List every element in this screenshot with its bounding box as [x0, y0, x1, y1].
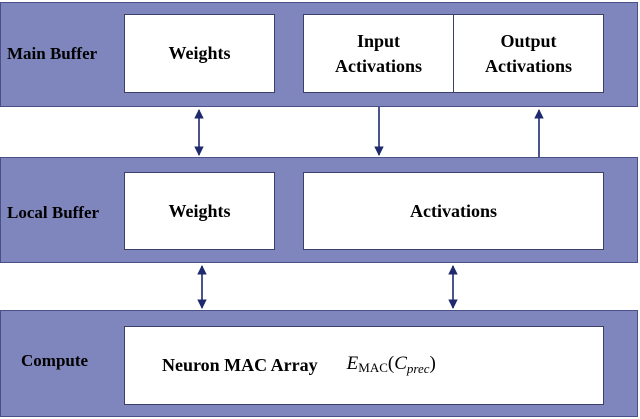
- local-weights-box: Weights: [124, 172, 275, 250]
- main-weights-box: Weights: [124, 14, 275, 93]
- local-activations-box: Activations: [303, 172, 604, 250]
- compute-label: Compute: [21, 351, 89, 370]
- mac-array-label: Neuron MAC Array: [162, 355, 318, 375]
- energy-subscript: MAC: [358, 359, 388, 375]
- input-activations-line2: Activations: [335, 55, 422, 76]
- energy-arg-symbol: C: [394, 352, 407, 374]
- output-activations-line2: Activations: [485, 55, 572, 76]
- input-activations-line1: Input: [356, 30, 401, 51]
- local-weights-label: Weights: [168, 200, 231, 221]
- main-buffer-label: Main Buffer: [7, 44, 98, 63]
- local-buffer-label: Local Buffer: [7, 203, 100, 222]
- main-weights-label: Weights: [168, 43, 231, 63]
- output-activations-line1: Output: [500, 30, 557, 51]
- energy-symbol: E: [346, 352, 359, 374]
- local-activations-label: Activations: [410, 200, 497, 221]
- energy-arg-subscript: prec: [406, 360, 430, 376]
- output-activations-box: Output Activations: [453, 14, 604, 93]
- energy-formula: EMAC(Cprec): [346, 352, 436, 376]
- mac-array-box: Neuron MAC Array EMAC(Cprec): [124, 326, 604, 405]
- input-activations-box: Input Activations: [303, 14, 454, 93]
